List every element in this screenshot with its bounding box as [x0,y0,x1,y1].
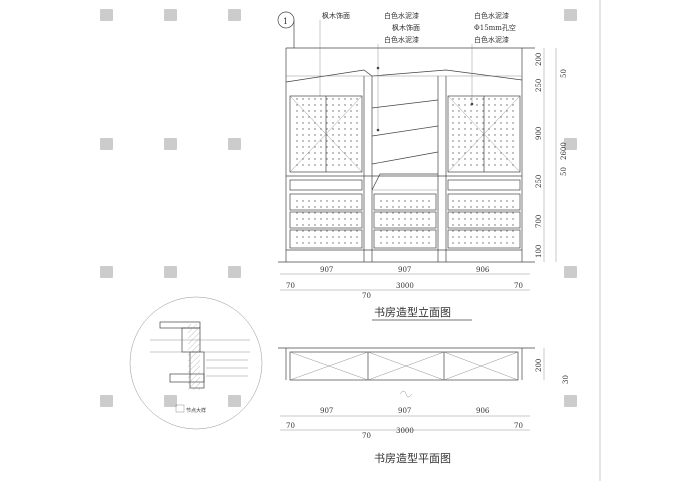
callout-right-1: Φ15mm孔空 [474,23,516,32]
elev-rdim-3: 250 [535,175,543,188]
elev-dim-seg-1: 907 [398,266,411,274]
elev-rdim-2: 900 [535,127,543,140]
elev-rdim-5: 100 [535,245,543,258]
plan-rdim-1: 30 [562,375,570,384]
elev-rdim-4: 700 [535,215,543,228]
elev-dim-gap-2: 70 [514,282,523,290]
plan-dim-seg-0: 907 [320,407,333,415]
plan-dims: 907 907 906 70 70 70 3000 200 30 [280,348,570,440]
elevation-dims-bottom: 907 907 906 70 70 70 3000 [280,266,530,300]
elev-dim-seg-0: 907 [320,266,333,274]
elevation-title: 书房造型立面图 [374,305,451,319]
elev-dim-gap-0: 70 [286,282,295,290]
detail-scale-label: 节点大样 [186,407,206,414]
plan-dim-gap-2: 70 [514,422,523,430]
plan-dim-seg-1: 907 [398,407,411,415]
callout-right-2: 白色水泥漆 [474,35,509,44]
elev-dim-gap-1: 70 [362,292,371,300]
callout-mid-0: 白色水泥漆 [384,11,419,20]
elev-rdim-extra-0: 50 [560,69,568,78]
elevation-dims-right: 200 250 900 250 700 100 50 2600 50 [535,48,568,262]
elev-rdim-extra-2: 50 [560,167,568,176]
callout-right-0: 白色水泥漆 [474,11,509,20]
plan-dim-total: 3000 [396,427,414,435]
section-marker-label: 1 [283,17,288,26]
plan-dim-seg-2: 906 [476,407,490,415]
plan-title: 书房造型平面图 [374,451,451,465]
watermark-grid [100,9,577,407]
callouts: 枫木饰面 白色水泥漆 枫木饰面 白色水泥漆 白色水泥漆 Φ15mm孔空 白色水泥… [322,11,516,44]
plan-drawing [278,347,535,398]
callout-left-0: 枫木饰面 [322,11,350,20]
elev-rdim-1: 250 [535,79,543,92]
elev-dim-seg-2: 906 [476,266,490,274]
elev-rdim-extra-1: 2600 [560,142,568,160]
plan-dim-gap-1: 70 [362,432,371,440]
perforation-pattern [292,98,518,246]
callout-mid-2: 白色水泥漆 [384,35,419,44]
callout-mid-1: 枫木饰面 [392,23,420,32]
plan-dim-gap-0: 70 [286,422,295,430]
plan-rdim-0: 200 [535,359,543,372]
elev-dim-total: 3000 [396,282,414,290]
elevation-drawing: 1 [277,11,535,263]
elev-rdim-0: 200 [535,53,543,66]
detail-callout: 节点大样 [129,296,263,430]
